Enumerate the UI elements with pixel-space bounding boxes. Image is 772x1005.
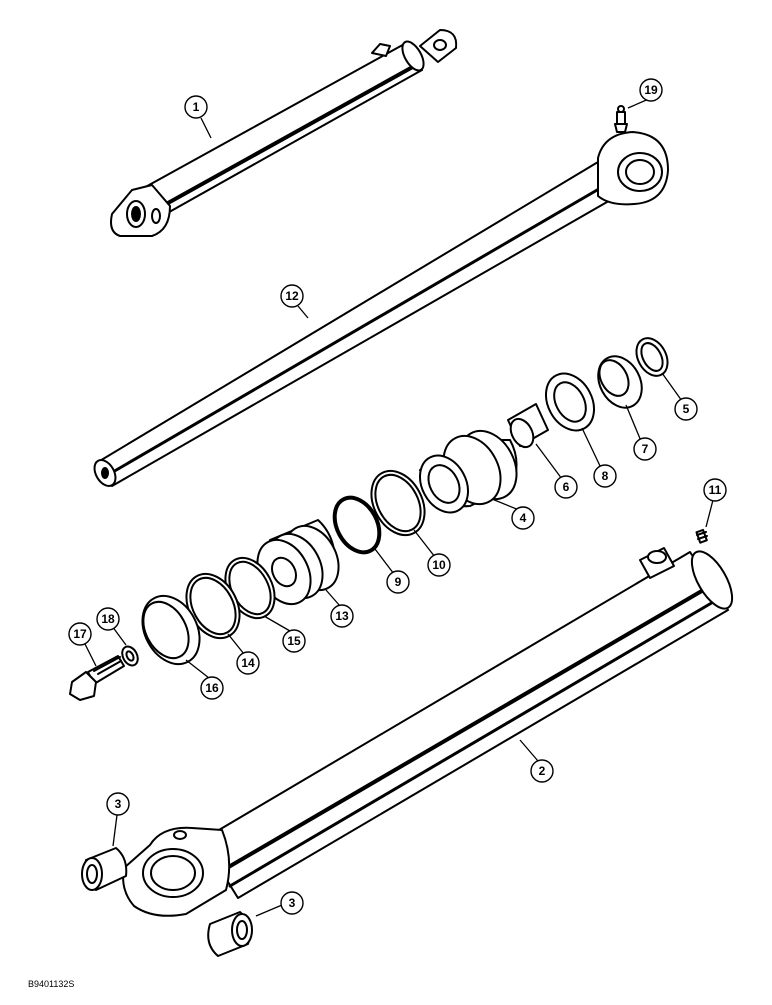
callout-number: 2 [539,764,546,778]
part-seal-5 [635,337,669,377]
callout-c5: 5 [674,397,698,421]
callout-c1: 1 [184,95,208,119]
part-wiper-8 [545,372,595,432]
callout-number: 3 [115,797,122,811]
callout-c12: 12 [280,284,304,308]
callout-circle [184,95,208,119]
callout-number: 3 [289,896,296,910]
callout-circle [280,891,304,915]
callout-c7: 7 [633,437,657,461]
callout-number: 5 [683,402,690,416]
callout-circle [282,629,306,653]
callout-circle [554,475,578,499]
callout-circle [280,284,304,308]
callout-c16: 16 [200,676,224,700]
callout-c17: 17 [68,622,92,646]
callout-number: 10 [432,558,446,572]
callout-number: 12 [285,289,299,303]
callout-circle [106,792,130,816]
part-set-screw [695,528,708,544]
part-ring-14 [185,572,241,640]
callout-number: 16 [205,681,219,695]
callout-circle [386,570,410,594]
callout-c10: 10 [427,553,451,577]
callout-circle [703,478,727,502]
part-piston [256,519,340,606]
callout-number: 7 [642,442,649,456]
callout-circle [593,464,617,488]
leader-lines [83,97,714,917]
callout-circle [236,651,260,675]
part-ring-10 [370,469,426,537]
part-bushing-3-top [81,847,128,891]
callout-c11: 11 [703,478,727,502]
figure-id: B9401132S [28,979,74,989]
callout-c2: 2 [530,759,554,783]
callout-number: 6 [563,480,570,494]
callout-c15: 15 [282,629,306,653]
callout-circle [530,759,554,783]
part-bushing-3-bottom [207,911,253,957]
part-seal-7 [597,355,643,409]
callout-number: 14 [241,656,255,670]
callout-c19: 19 [639,78,663,102]
part-bushing-6 [507,403,549,449]
callout-number: 18 [101,612,115,626]
callout-circle [68,622,92,646]
callout-circle [200,676,224,700]
part-ring-16 [141,594,201,666]
part-piston-rod [93,131,669,487]
callout-circle [330,604,354,628]
callout-c14: 14 [236,651,260,675]
callout-c4: 4 [511,506,535,530]
callout-c13: 13 [330,604,354,628]
part-grease-fitting [614,105,628,133]
callout-number: 13 [335,609,349,623]
callout-circle [639,78,663,102]
callout-number: 4 [520,511,527,525]
callout-number: 19 [644,83,658,97]
callout-circle [511,506,535,530]
callout-c3b: 3 [280,891,304,915]
callouts: 1 19 12 5 7 8 6 4 10 9 11 13 15 14 16 17 18 2 3 3 [68,78,727,915]
callout-c18: 18 [96,607,120,631]
part-cylinder-barrel [122,547,734,917]
callout-circle [96,607,120,631]
part-lock-washer [121,645,139,667]
callout-c6: 6 [554,475,578,499]
part-ring-15 [224,556,276,620]
part-bolt [69,655,125,701]
callout-number: 15 [287,634,301,648]
part-cylinder-assembly [110,29,458,237]
callout-number: 1 [193,100,200,114]
callout-number: 8 [602,469,609,483]
callout-circle [633,437,657,461]
callout-circle [674,397,698,421]
callout-c3a: 3 [106,792,130,816]
callout-number: 9 [395,575,402,589]
callout-number: 11 [709,483,722,497]
callout-number: 17 [73,627,87,641]
part-oring-9 [332,495,382,555]
callout-c8: 8 [593,464,617,488]
callout-c9: 9 [386,570,410,594]
part-gland [419,429,518,514]
callout-circle [427,553,451,577]
